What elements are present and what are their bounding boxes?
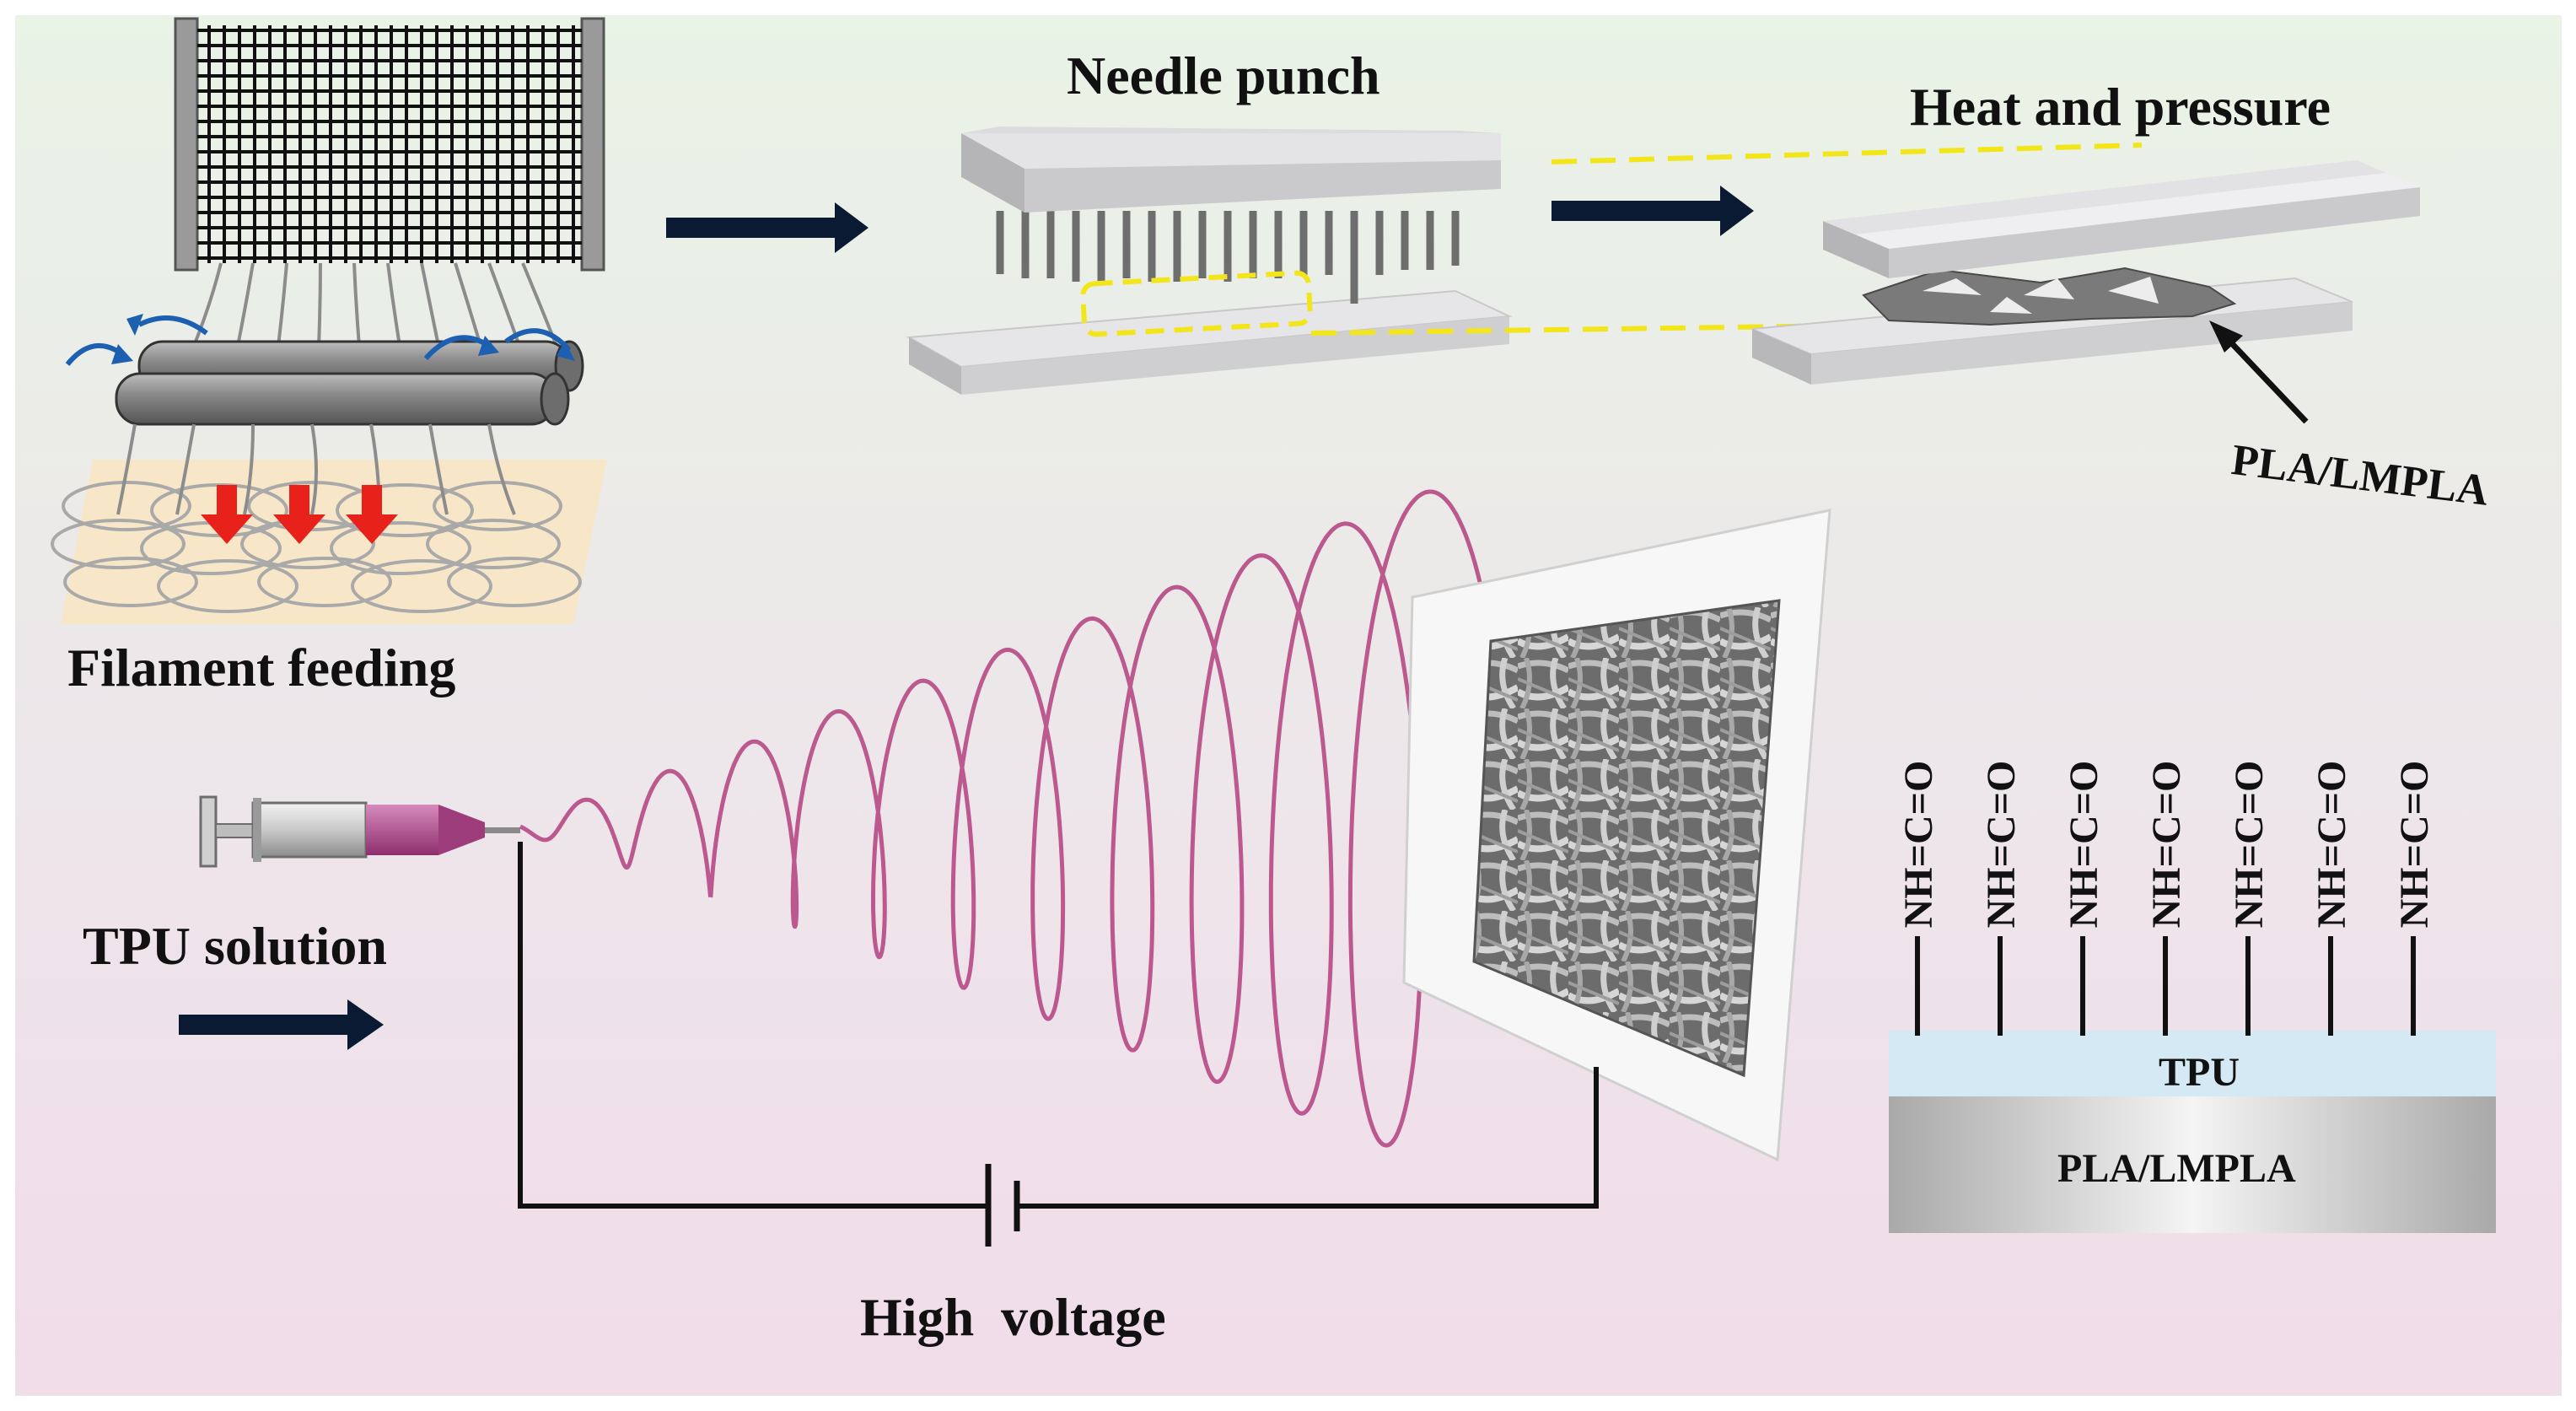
- layer-schematic: [1889, 936, 2496, 1233]
- fiber-mat-sem: [1472, 599, 1781, 1078]
- yarn-mesh: [197, 25, 582, 263]
- isocyanate-group-label: NH=C=O: [2310, 760, 2354, 929]
- heat-press-illustration: [1751, 160, 2420, 424]
- process-arrows: [179, 186, 1754, 1050]
- bond-lines: [1915, 936, 2416, 1036]
- electrospinning-illustration: [199, 489, 1831, 1247]
- isocyanate-group-label: NH=C=O: [2062, 760, 2106, 929]
- filament-feeding-illustration: [51, 17, 607, 624]
- isocyanate-group-label: NH=C=O: [2392, 760, 2437, 929]
- circuit-wire: [518, 842, 1599, 1209]
- heat-and-pressure-label: Heat and pressure: [1910, 77, 2331, 137]
- isocyanate-group-label: NH=C=O: [1896, 760, 1941, 929]
- tpu-solution-label: TPU solution: [83, 916, 387, 976]
- high-voltage-label: High voltage: [860, 1287, 1166, 1347]
- electrospinning-jet: [519, 489, 1512, 1148]
- isocyanate-group-label: NH=C=O: [2144, 760, 2189, 929]
- needle-punch-illustration: [906, 127, 1513, 395]
- isocyanate-group-label: NH=C=O: [2227, 760, 2272, 929]
- pla-lmpla-layer-label: PLA/LMPLA: [2057, 1146, 2296, 1191]
- needle-punch-label: Needle punch: [1067, 46, 1380, 105]
- pla-layer: [1889, 1096, 2496, 1233]
- feed-rollers: [115, 340, 584, 426]
- filament-feeding-label: Filament feeding: [67, 638, 456, 697]
- red-downward-arrows: [201, 485, 398, 544]
- tpu-layer-label: TPU: [2159, 1050, 2240, 1095]
- tpu-layer: [1889, 1031, 2496, 1096]
- zoom-lines: [1310, 143, 2143, 336]
- isocyanate-group-label: NH=C=O: [1979, 760, 2024, 929]
